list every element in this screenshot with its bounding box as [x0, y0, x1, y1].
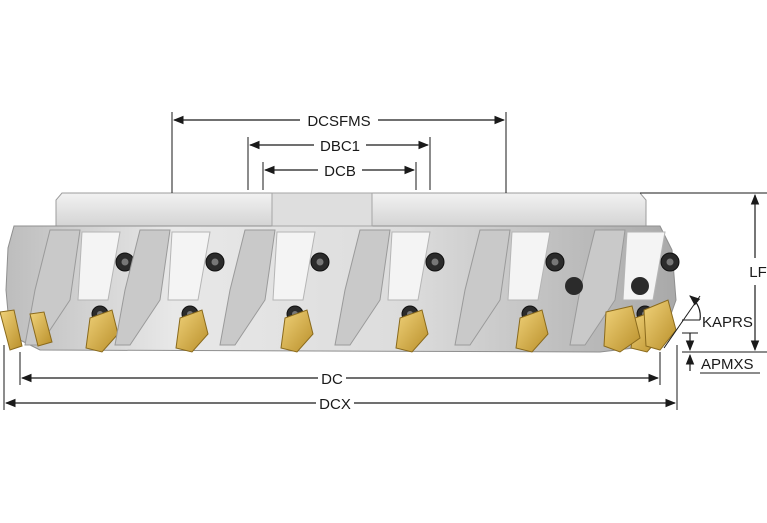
cutting-insert — [515, 309, 549, 353]
dim-dc: DC — [20, 371, 660, 388]
cutting-insert — [643, 299, 677, 351]
upper-screw-socket — [121, 258, 129, 266]
cutting-insert — [0, 309, 23, 351]
wedge-face — [167, 231, 211, 301]
upper-screw-socket — [551, 258, 559, 266]
cutting-insert — [395, 309, 429, 353]
extension-lines — [3, 112, 767, 410]
chip-flute — [114, 229, 171, 346]
label-dcb: DCB — [324, 163, 356, 180]
dim-dcsfms: DCSFMS — [172, 113, 506, 130]
cutting-insert — [280, 309, 314, 353]
label-dbc1: DBC1 — [320, 138, 360, 155]
upper-screw-socket — [431, 258, 439, 266]
chip-flute — [454, 229, 511, 346]
cutting-insert — [29, 311, 53, 347]
dim-dbc1: DBC1 — [248, 138, 430, 155]
wedge-face — [77, 231, 121, 301]
insert-pockets — [0, 229, 680, 353]
cutting-insert — [603, 305, 641, 353]
wedge-face — [272, 231, 316, 301]
cutting-insert — [175, 309, 209, 353]
label-dc: DC — [321, 371, 343, 388]
label-apmxs: APMXS — [701, 356, 754, 373]
key-slot — [271, 192, 373, 227]
dim-lf: LF — [749, 193, 767, 352]
upper-screw-socket — [316, 258, 324, 266]
chip-flute — [219, 229, 276, 346]
label-kaprs: KAPRS — [702, 314, 753, 331]
dim-dcb: DCB — [263, 163, 416, 180]
cutting-insert — [85, 309, 119, 353]
wedge-face — [507, 231, 551, 301]
dim-apmxs: APMXS — [682, 332, 760, 374]
label-dcsfms: DCSFMS — [307, 113, 370, 130]
chip-flute — [334, 229, 391, 346]
upper-screw — [565, 277, 583, 295]
label-dcx: DCX — [319, 396, 351, 413]
upper-screw-socket — [666, 258, 674, 266]
label-lf: LF — [749, 264, 767, 281]
dim-dcx: DCX — [4, 396, 677, 413]
upper-screw-socket — [211, 258, 219, 266]
dim-kaprs: KAPRS — [663, 295, 753, 349]
upper-screw — [631, 277, 649, 295]
wedge-face — [387, 231, 431, 301]
